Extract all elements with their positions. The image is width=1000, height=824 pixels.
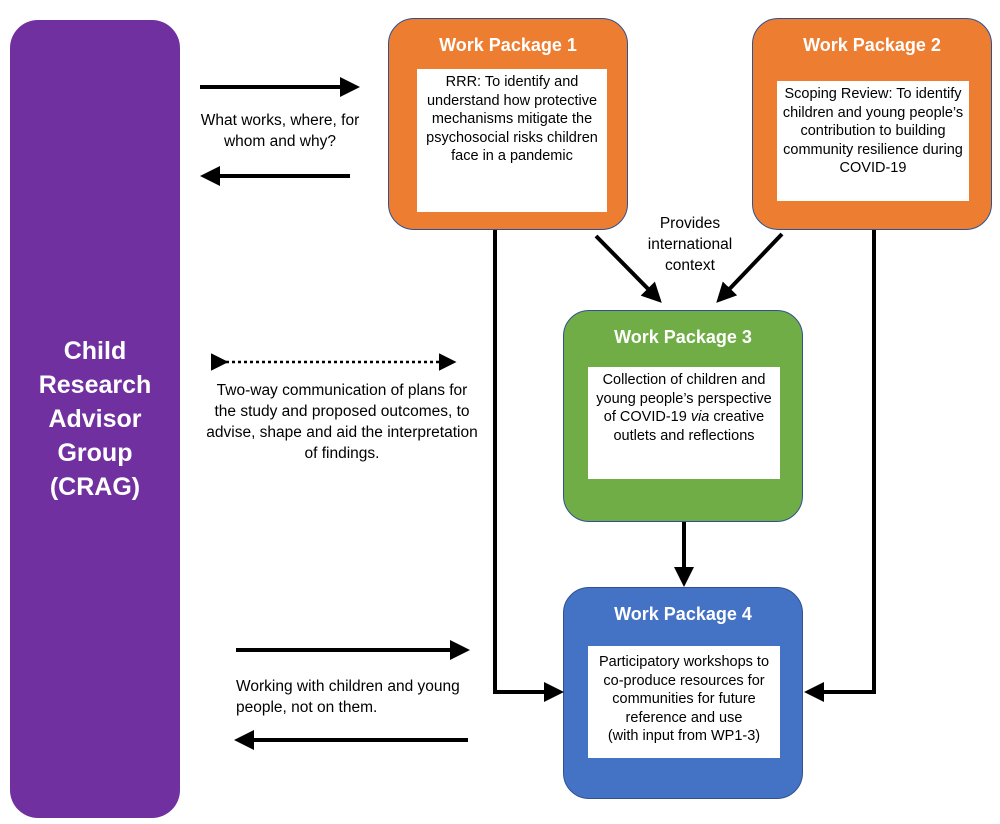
wp1-description: RRR: To identify and understand how prot… (417, 69, 607, 212)
work-package-2: Work Package 2 Scoping Review: To identi… (752, 18, 992, 230)
crag-title: Child Research Advisor Group (CRAG) (38, 337, 152, 501)
label-working-with: Working with children and young people, … (236, 678, 460, 716)
wp2-title: Work Package 2 (803, 35, 941, 55)
wp4-description: Participatory workshops to co-produce re… (588, 646, 780, 758)
work-package-3: Work Package 3 Collection of children an… (563, 310, 803, 522)
wp4-title: Work Package 4 (614, 604, 752, 624)
wp3-title: Work Package 3 (614, 327, 752, 347)
wp3-text-part2: creative outlets and reflections (613, 409, 765, 444)
arrow-wp2-to-wp3 (716, 232, 784, 303)
wp3-text-part1: Collection of children and young people’… (596, 372, 772, 425)
label-two-way-communication: Two-way communication of plans for the s… (206, 382, 478, 462)
label-what-works: What works, where, for whom and why? (200, 112, 360, 150)
wp1-title: Work Package 1 (439, 35, 577, 55)
arrow-wp1-to-wp3 (594, 234, 662, 303)
crag-panel: Child Research Advisor Group (CRAG) (10, 20, 180, 818)
wp2-description: Scoping Review: To identify children and… (777, 81, 969, 201)
arrow-wp2-to-wp4 (804, 230, 876, 702)
wp3-description: Collection of children and young people’… (588, 367, 780, 479)
label-international-context: Provides international context (647, 215, 733, 274)
work-package-1: Work Package 1 RRR: To identify and unde… (388, 18, 628, 230)
work-package-4: Work Package 4 Participatory workshops t… (563, 587, 803, 799)
wp3-text-italic: via (690, 409, 710, 425)
arrow-wp1-to-wp4 (493, 230, 564, 702)
